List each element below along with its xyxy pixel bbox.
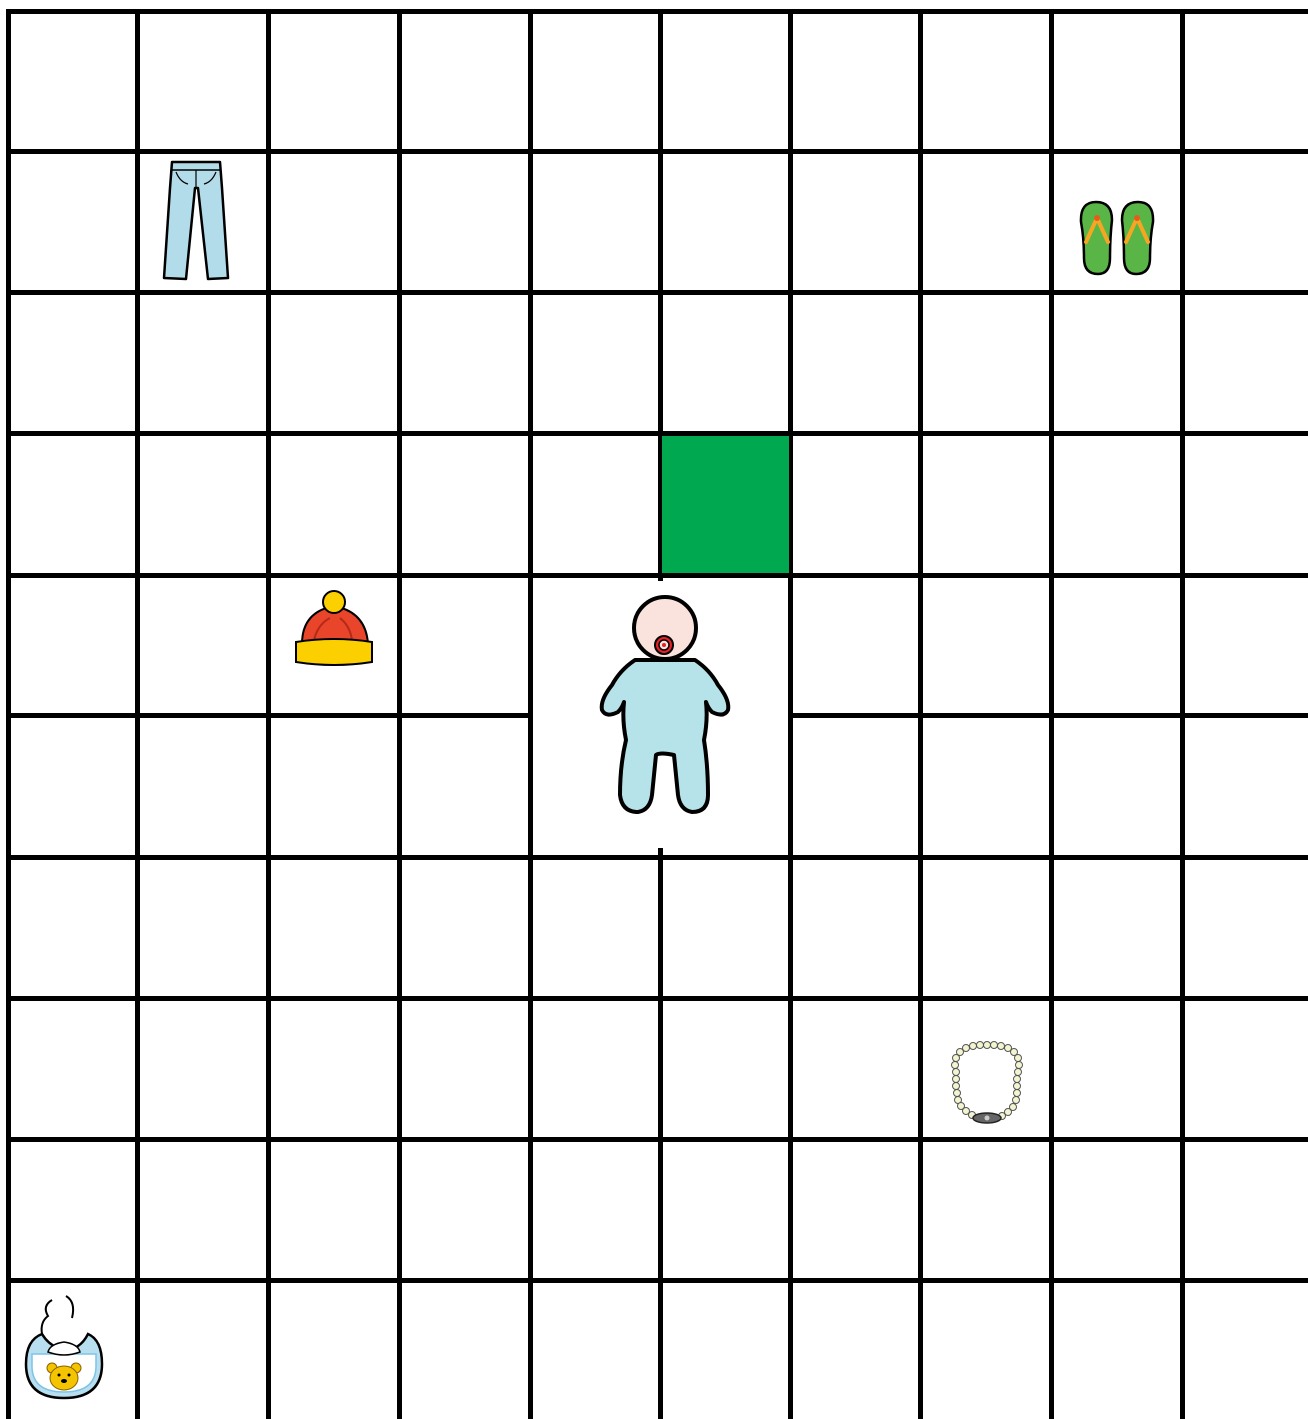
flip-flops-icon[interactable] [1076,198,1158,278]
grid-line-horizontal [6,1137,1308,1142]
grid-line-horizontal [6,855,1308,860]
grid-line-horizontal [6,996,1308,1001]
grid-line-horizontal [6,431,1308,436]
pearl-necklace-icon[interactable] [946,1040,1028,1130]
target-cell[interactable] [662,436,789,573]
jeans-icon[interactable] [158,158,234,282]
grid-line-horizontal [6,1278,1308,1283]
grid-line-horizontal [6,149,1308,154]
grid-line-horizontal [6,290,1308,295]
baby-icon[interactable] [590,590,740,815]
winter-hat-icon[interactable] [292,588,376,668]
baby-bib-icon[interactable] [22,1292,106,1404]
grid-line-stub [658,573,663,581]
grid-line-horizontal [6,9,1308,14]
grid-line-stub [658,848,663,860]
